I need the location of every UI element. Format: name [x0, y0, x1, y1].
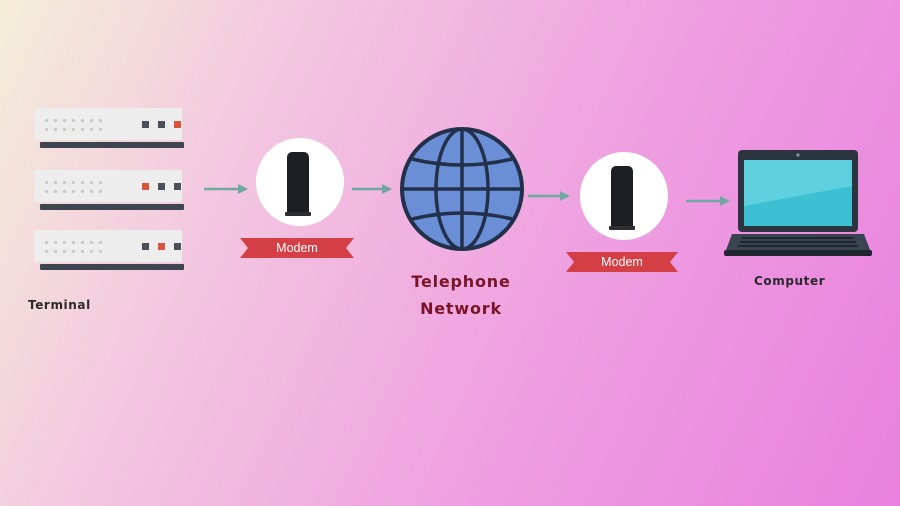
arrow-right-icon — [204, 184, 248, 194]
arrow-right-icon — [686, 196, 730, 206]
modem-left-icon — [256, 138, 344, 226]
server-unit — [34, 230, 190, 270]
modem-left-label: Modem — [276, 241, 318, 255]
telephone-network-label: Telephone Network — [386, 268, 536, 322]
server-unit — [34, 170, 190, 210]
modem-right-ribbon — [566, 252, 678, 272]
modem-right-icon — [580, 152, 668, 240]
modem-left-ribbon — [240, 238, 354, 258]
terminal-server-rack-icon — [34, 108, 190, 274]
computer-label: Computer — [754, 274, 826, 288]
telephone-network-line2: Network — [420, 299, 502, 318]
server-unit — [34, 108, 190, 148]
terminal-label: Terminal — [28, 298, 91, 312]
globe-icon — [400, 127, 524, 251]
telephone-network-line1: Telephone — [411, 272, 511, 291]
arrow-right-icon — [352, 184, 392, 194]
laptop-computer-icon — [724, 150, 872, 256]
modem-right-label: Modem — [601, 255, 643, 269]
arrow-right-icon — [528, 191, 570, 201]
